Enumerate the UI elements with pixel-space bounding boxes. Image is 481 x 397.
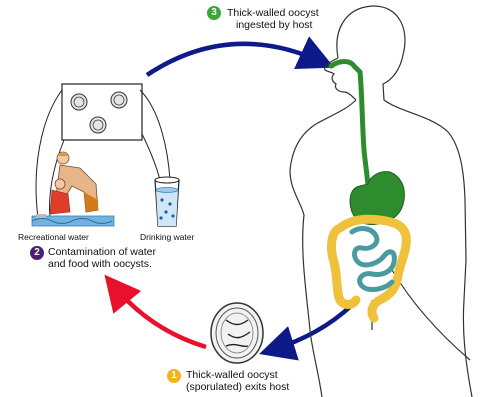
small-intestine bbox=[352, 229, 394, 290]
step-3-badge: 3 bbox=[207, 6, 221, 20]
drinking-water-caption: Drinking water bbox=[140, 232, 194, 242]
step-2-line-1: Contamination of water bbox=[48, 246, 156, 258]
step-3-label: Thick-walled oocyst ingested by host bbox=[227, 7, 319, 31]
ingestion-arrow bbox=[147, 44, 322, 75]
drinking-glass-illustration bbox=[155, 177, 179, 226]
large-intestine bbox=[332, 219, 407, 318]
contamination-arrow bbox=[113, 285, 206, 347]
step-2-badge: 2 bbox=[30, 246, 44, 260]
step-3-line-2: ingested by host bbox=[227, 19, 319, 31]
sporulated-oocyst bbox=[211, 303, 263, 363]
step-2-line-2: and food with oocysts. bbox=[48, 258, 156, 270]
step-2-label: Contamination of water and food with ooc… bbox=[48, 246, 156, 270]
step-3-line-1: Thick-walled oocyst bbox=[227, 7, 319, 19]
step-1-line-1: Thick-walled oocyst bbox=[186, 369, 289, 381]
step-1-badge: 1 bbox=[167, 369, 181, 383]
recreational-water-caption: Recreational water bbox=[18, 232, 89, 242]
swimmers-illustration bbox=[32, 152, 114, 226]
step-1-line-2: (sporulated) exits host bbox=[186, 381, 289, 393]
oocyst-inset-box bbox=[62, 84, 142, 140]
step-1-label: Thick-walled oocyst (sporulated) exits h… bbox=[186, 369, 289, 393]
esophagus-stomach bbox=[331, 62, 404, 225]
